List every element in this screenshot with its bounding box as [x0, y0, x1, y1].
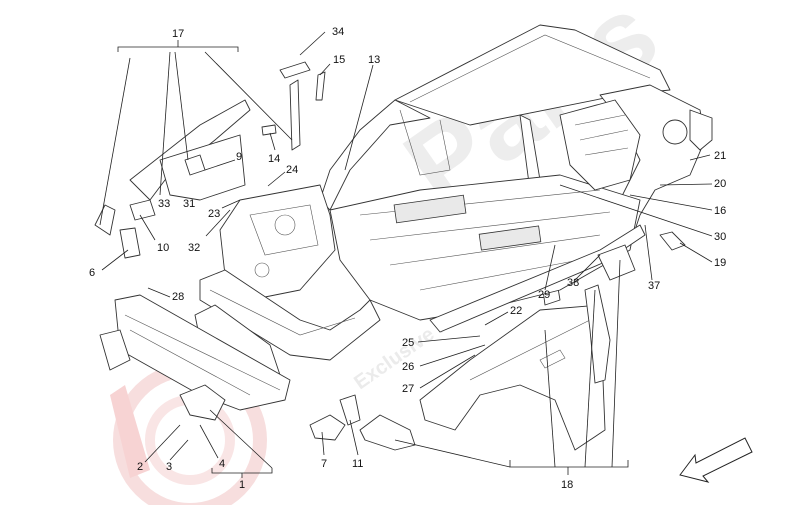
callout-17: 17 — [172, 28, 184, 40]
callout-25: 25 — [402, 337, 414, 349]
callout-15: 15 — [333, 54, 345, 66]
front-fender — [419, 304, 606, 451]
callout-19: 19 — [714, 257, 726, 269]
leader-lines — [99, 31, 713, 478]
callout-18: 18 — [561, 479, 573, 491]
callout-21: 21 — [714, 150, 726, 162]
callout-4: 4 — [219, 458, 225, 470]
front-wheelhouse-panels — [94, 61, 326, 259]
callout-3: 3 — [166, 461, 172, 473]
callout-7: 7 — [321, 458, 327, 470]
callout-34: 34 — [332, 26, 344, 38]
callout-2: 2 — [137, 461, 143, 473]
callout-23: 23 — [208, 208, 220, 220]
callout-30: 30 — [714, 231, 726, 243]
callout-38: 38 — [567, 277, 579, 289]
callout-26: 26 — [402, 361, 414, 373]
callout-37: 37 — [648, 280, 660, 292]
front-bumper-beam — [99, 294, 291, 421]
callout-32: 32 — [188, 242, 200, 254]
callout-27: 27 — [402, 383, 414, 395]
callout-9: 9 — [236, 151, 242, 163]
front-direction-arrow — [679, 437, 753, 483]
callout-33: 33 — [158, 198, 170, 210]
callout-28: 28 — [172, 291, 184, 303]
callout-13: 13 — [368, 54, 380, 66]
callout-16: 16 — [714, 205, 726, 217]
fender-bracket — [584, 244, 636, 384]
callouts: 17 34 15 13 9 14 24 33 31 23 10 32 6 28 … — [89, 26, 726, 491]
callout-22: 22 — [510, 305, 522, 317]
callout-10: 10 — [157, 242, 169, 254]
callout-31: 31 — [183, 198, 195, 210]
callout-20: 20 — [714, 178, 726, 190]
callout-14: 14 — [268, 153, 280, 165]
callout-1: 1 — [239, 479, 245, 491]
callout-24: 24 — [286, 164, 298, 176]
callout-6: 6 — [89, 267, 95, 279]
callout-29: 29 — [538, 289, 550, 301]
car-body-shell — [194, 24, 713, 379]
callout-11: 11 — [352, 458, 363, 470]
